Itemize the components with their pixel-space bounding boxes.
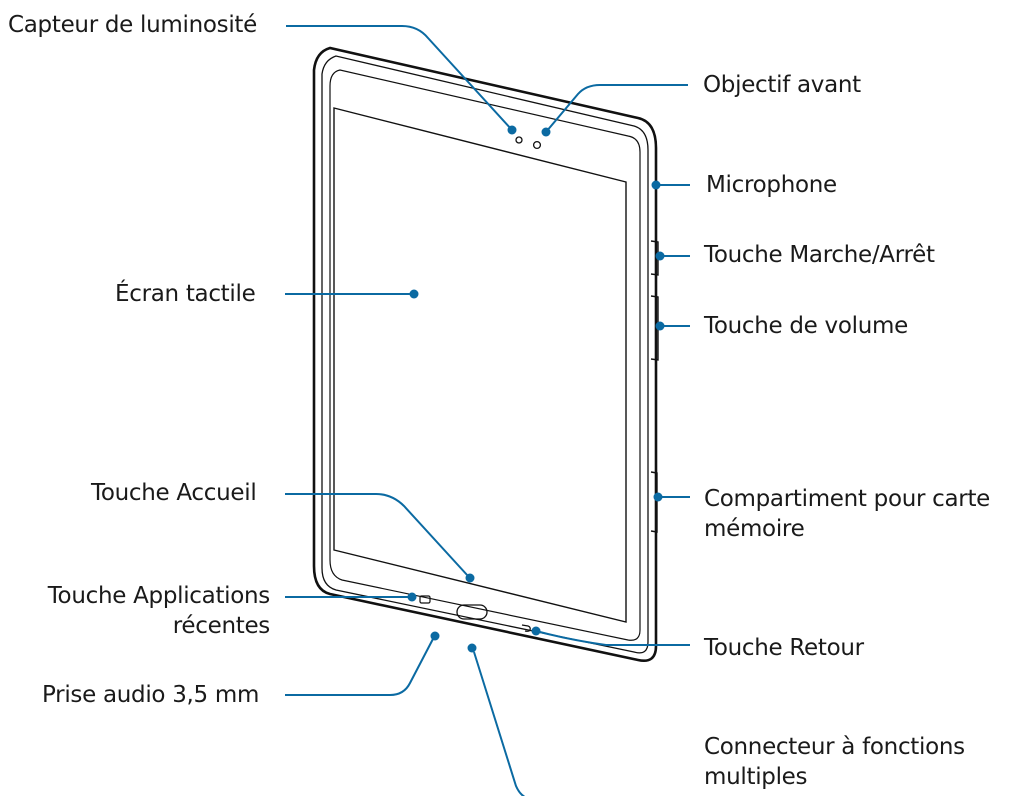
label-memory-card-slot: Compartiment pour carte mémoire: [704, 484, 990, 544]
callout-line-home-key: [285, 493, 469, 577]
callout-line-headset-jack: [285, 636, 435, 696]
label-multipurpose-jack-line1: Connecteur à fonctions: [704, 734, 965, 760]
label-volume-key: Touche de volume: [704, 313, 908, 339]
label-front-camera: Objectif avant: [703, 72, 861, 98]
label-touchscreen: Écran tactile: [115, 281, 256, 307]
label-recent-apps-key: Touche Applications récentes: [28, 581, 271, 641]
dot-light-sensor: [507, 125, 517, 135]
callout-dots: [407, 125, 665, 653]
tablet-screen-bezel: [329, 69, 641, 641]
dot-recent-apps: [407, 592, 417, 602]
label-power-key: Touche Marche/Arrêt: [704, 242, 935, 268]
dot-headset-jack: [430, 631, 440, 641]
callout-lines: [285, 25, 690, 796]
touchscreen-area: [333, 107, 627, 623]
dot-memory-card: [653, 492, 663, 502]
dot-back-key: [531, 626, 541, 636]
tablet-device: [312, 46, 659, 662]
front-camera-lens: [532, 140, 542, 150]
dot-touchscreen: [409, 289, 419, 299]
dot-power-key: [655, 251, 665, 261]
label-microphone: Microphone: [706, 172, 837, 198]
callout-line-back-key: [535, 630, 690, 646]
label-home-key: Touche Accueil: [91, 480, 257, 506]
back-key-icon: [521, 624, 531, 632]
tablet-outer-edge: [312, 46, 658, 662]
label-light-sensor: Capteur de luminosité: [8, 12, 257, 38]
label-headset-jack: Prise audio 3,5 mm: [42, 682, 260, 708]
dot-home-key: [465, 573, 475, 583]
home-key: [456, 604, 488, 620]
dot-volume-key: [655, 321, 665, 331]
recent-apps-key-icon: [419, 595, 431, 604]
callout-line-multipurpose-jack: [473, 651, 526, 796]
label-memory-card-slot-line1: Compartiment pour carte: [704, 486, 991, 512]
tablet-inner-edge: [321, 55, 649, 654]
memory-card-slot: [650, 471, 658, 533]
light-sensor-dot: [515, 136, 523, 144]
label-back-key: Touche Retour: [704, 635, 864, 661]
label-recent-apps-key-line1: Touche Applications: [47, 583, 271, 609]
label-memory-card-slot-line2: mémoire: [704, 516, 805, 542]
label-multipurpose-jack: Connecteur à fonctions multiples: [704, 732, 965, 792]
callout-line-front-camera: [545, 84, 688, 133]
label-recent-apps-key-line2: récentes: [172, 613, 271, 639]
dot-front-camera: [541, 127, 551, 137]
label-multipurpose-jack-line2: multiples: [704, 764, 808, 790]
dot-multipurpose-jack: [467, 643, 477, 653]
callout-line-light-sensor: [286, 25, 513, 131]
dot-microphone: [651, 180, 661, 190]
